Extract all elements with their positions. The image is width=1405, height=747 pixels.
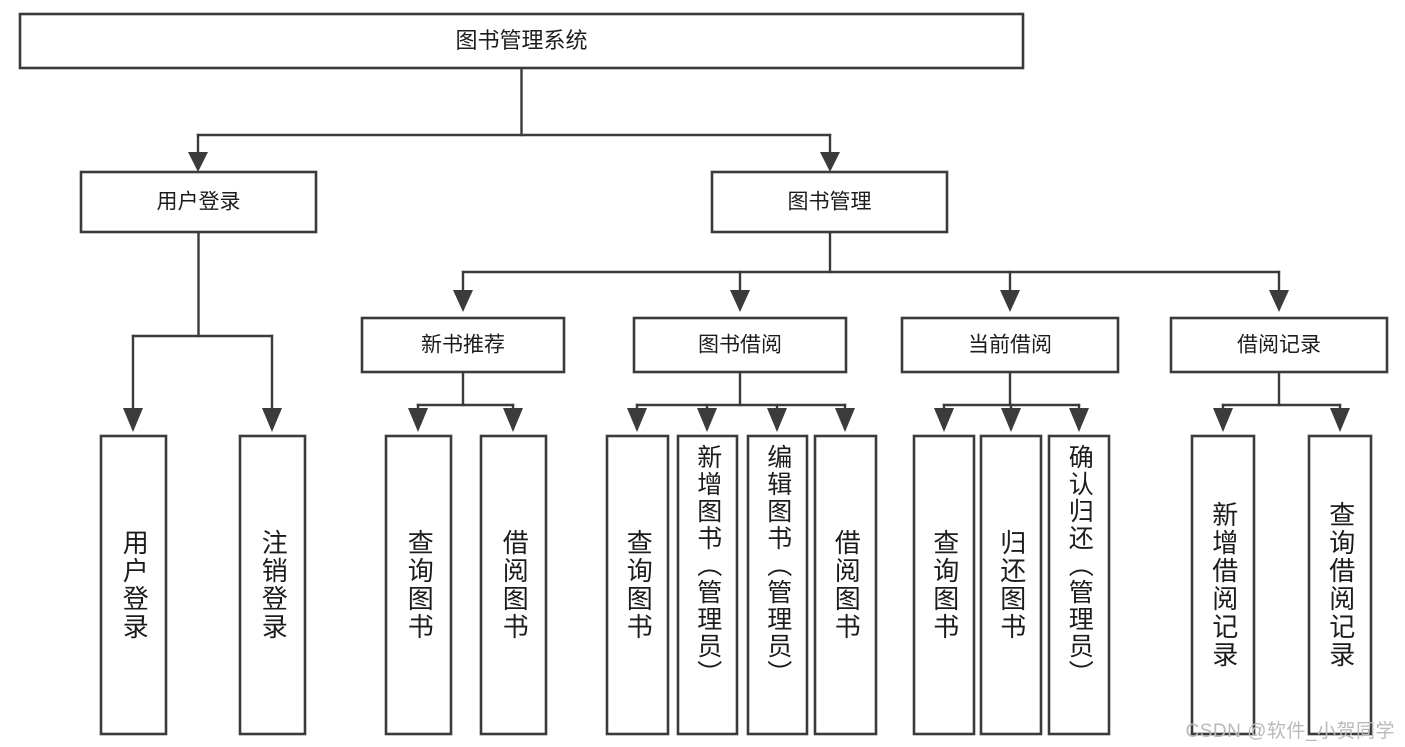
- arrow-to-user-login: [188, 152, 208, 172]
- node-root-label: 图书管理系统: [455, 28, 587, 53]
- node-book-borrow[interactable]: 图书借阅: [632, 316, 848, 374]
- arrow-to-current-borrow: [1000, 290, 1020, 312]
- leaf-box-newbook-query[interactable]: [384, 434, 453, 736]
- leaf-box-current-return[interactable]: [979, 434, 1043, 736]
- arrow-leaf-borrow-query: [627, 408, 647, 432]
- arrow-leaf-borrow-add: [697, 408, 717, 432]
- arrow-leaf-current-confirm: [1069, 408, 1089, 432]
- arrow-leaf-borrow-edit: [767, 408, 787, 432]
- arrow-leaf-logout: [262, 408, 282, 432]
- arrow-leaf-current-query: [934, 408, 954, 432]
- arrow-leaf-record-query: [1330, 408, 1350, 432]
- node-new-book-recommend-box[interactable]: [360, 316, 566, 374]
- node-borrow-record[interactable]: 借阅记录: [1169, 316, 1389, 374]
- connector-group: [123, 66, 1350, 432]
- arrow-leaf-current-return: [1001, 408, 1021, 432]
- arrow-leaf-record-add: [1213, 408, 1233, 432]
- node-current-borrow-box[interactable]: [900, 316, 1120, 374]
- leaf-box-borrow-edit[interactable]: [746, 434, 809, 736]
- leaf-box-group: [99, 434, 1373, 736]
- csdn-watermark: CSDN @软件_小贺同学: [1185, 721, 1395, 742]
- leaf-box-record-query[interactable]: [1307, 434, 1373, 736]
- node-borrow-record-box[interactable]: [1169, 316, 1389, 374]
- arrow-to-book-mgmt: [820, 152, 840, 172]
- node-book-management-label: 图书管理: [788, 191, 872, 214]
- arrow-leaf-newbook-borrow: [503, 408, 523, 432]
- node-book-borrow-label: 图书借阅: [698, 334, 782, 357]
- leaf-box-borrow-add[interactable]: [676, 434, 739, 736]
- arrow-to-borrow-record: [1269, 290, 1289, 312]
- node-user-login-box[interactable]: [79, 170, 318, 234]
- node-book-management[interactable]: 图书管理: [710, 170, 949, 234]
- arrow-to-new-book: [453, 290, 473, 312]
- node-borrow-record-label: 借阅记录: [1237, 334, 1321, 357]
- arrow-leaf-borrow-lend: [835, 408, 855, 432]
- node-root[interactable]: 图书管理系统: [18, 12, 1025, 70]
- node-user-login[interactable]: 用户登录: [79, 170, 318, 234]
- node-user-login-label: 用户登录: [157, 191, 241, 214]
- leaf-box-user-login[interactable]: [99, 434, 168, 736]
- arrow-leaf-user-login: [123, 408, 143, 432]
- node-new-book-recommend-label: 新书推荐: [421, 334, 505, 357]
- node-current-borrow[interactable]: 当前借阅: [900, 316, 1120, 374]
- leaf-box-current-confirm[interactable]: [1047, 434, 1111, 736]
- leaf-box-newbook-borrow[interactable]: [479, 434, 548, 736]
- leaf-box-record-add[interactable]: [1190, 434, 1256, 736]
- arrow-to-borrow: [730, 290, 750, 312]
- node-new-book-recommend[interactable]: 新书推荐: [360, 316, 566, 374]
- leaf-box-logout[interactable]: [238, 434, 307, 736]
- node-book-management-box[interactable]: [710, 170, 949, 234]
- node-book-borrow-box[interactable]: [632, 316, 848, 374]
- node-current-borrow-label: 当前借阅: [968, 334, 1052, 357]
- arrow-leaf-newbook-query: [408, 408, 428, 432]
- leaf-box-current-query[interactable]: [912, 434, 976, 736]
- node-root-box[interactable]: [18, 12, 1025, 70]
- leaf-box-borrow-lend[interactable]: [813, 434, 878, 736]
- leaf-box-borrow-query[interactable]: [605, 434, 670, 736]
